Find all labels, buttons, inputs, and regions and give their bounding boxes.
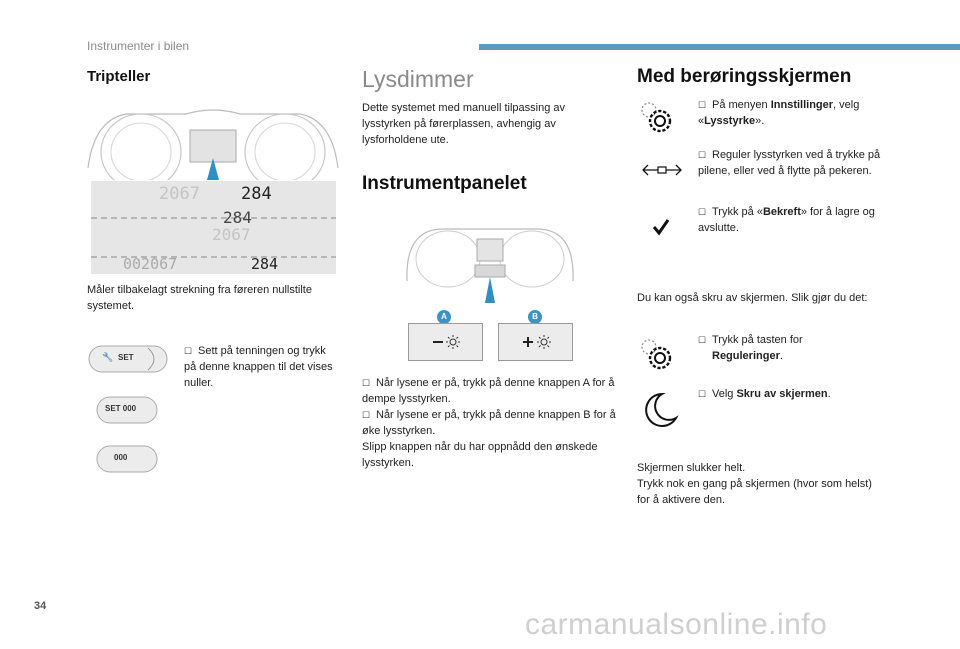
step-text: På menyen (712, 99, 771, 111)
set-label: SET (118, 353, 134, 362)
step-turn-off-screen: ☐ Velg Skru av skjermen. (698, 386, 888, 402)
odo-total-reset: 002067 (123, 255, 178, 273)
dim-down-button[interactable] (408, 323, 483, 361)
pointer-arrow (207, 158, 219, 180)
checkmark-icon (651, 217, 671, 237)
step-confirm: ☐ Trykk på «Bekreft» for å lagre og avslu… (698, 204, 888, 236)
dimmer-instruction-b: ☐Når lysene er på, trykk på denne knappe… (362, 407, 618, 439)
checkbox-bullet-icon: ☐ (362, 410, 371, 420)
header-accent-bar (479, 44, 960, 50)
step-text: , velg « (698, 99, 860, 127)
menu-name: Innstillinger (770, 99, 834, 111)
tripteller-heading: Tripteller (87, 68, 151, 85)
instruction-text: Når lysene er på, trykk på denne knappen… (362, 409, 616, 437)
lysdimmer-heading: Lysdimmer (362, 66, 474, 92)
turn-off-label: Skru av skjermen (736, 388, 828, 400)
set-000-label: SET 000 (105, 404, 137, 413)
checkbox-bullet-icon: ☐ (698, 207, 707, 217)
section-header: Instrumenter i bilen (87, 39, 190, 53)
step-text: Trykk på tasten for (712, 334, 803, 346)
wrench-icon: 🔧 (102, 352, 114, 362)
000-button-illustration: 000 (96, 445, 158, 473)
instrumentpanelet-heading: Instrumentpanelet (362, 173, 527, 194)
instruction-text: Sett på tenningen og trykk på denne knap… (184, 345, 333, 389)
odo-trip-reset: 284 (251, 255, 279, 273)
confirm-label: Bekreft (762, 206, 801, 218)
watermark: carmanualsonline.info (525, 608, 828, 641)
dimmer-instruction-a: ☐Når lysene er på, trykk på denne knappe… (362, 375, 618, 407)
minus-brightness-icon (433, 335, 460, 349)
step-text: Velg (712, 388, 737, 400)
step-text: Reguler lysstyrken ved å trykke på pilen… (698, 149, 881, 177)
checkbox-bullet-icon: ☐ (698, 335, 707, 345)
tripteller-instruction: ☐Sett på tenningen og trykk på denne kna… (184, 343, 339, 391)
step-menu-settings: ☐ På menyen Innstillinger, velg «Lysstyrk… (698, 97, 888, 129)
checkbox-bullet-icon: ☐ (698, 100, 707, 110)
also-turn-off-text: Du kan også skru av skjermen. Slik gjør … (637, 292, 868, 304)
000-label: 000 (114, 453, 128, 462)
plus-brightness-icon (523, 335, 551, 349)
slider-arrows-icon (640, 162, 684, 178)
step-text: ». (755, 115, 765, 127)
dimmer-outro: Slipp knappen når du har oppnådd den øns… (362, 441, 598, 469)
divider (91, 206, 336, 219)
settings-gear-icon (640, 338, 676, 374)
checkbox-bullet-icon: ☐ (698, 389, 707, 399)
odometer-display: 2067 284 284 2067 002067 284 (91, 181, 336, 274)
tripteller-description: Måler tilbakelagt strekning fra føreren … (87, 284, 312, 312)
checkbox-bullet-icon: ☐ (184, 346, 193, 356)
submenu-name: Lysstyrke (704, 115, 756, 127)
odo-total-rolling: 2067 (212, 225, 251, 244)
screen-off-note: Skjermen slukker helt. (637, 462, 746, 474)
settings-key-label: Reguleringer (712, 350, 780, 362)
set-000-button-illustration: SET 000 (96, 396, 158, 424)
odo-total-faded: 2067 (159, 184, 200, 204)
marker-a: A (437, 310, 451, 324)
screen-wake-note: Trykk nok en gang på skjermen (hvor som … (637, 478, 872, 506)
divider (91, 245, 336, 258)
lysdimmer-intro: Dette systemet med manuell tilpassing av… (362, 102, 565, 146)
step-text: » for å lagre og avslutte. (698, 206, 875, 234)
instruction-text: Når lysene er på, trykk på denne knappen… (362, 377, 615, 405)
settings-gear-icon (640, 101, 676, 137)
odo-trip-rolling: 284 (223, 208, 252, 227)
step-text: Trykk på « (712, 206, 763, 218)
cluster-illustration (86, 100, 340, 191)
step-text: . (827, 388, 831, 400)
moon-icon (640, 390, 680, 430)
touchscreen-heading: Med berøringsskjermen (637, 66, 852, 87)
odo-trip: 284 (241, 184, 272, 204)
marker-b: B (528, 310, 542, 324)
page-number: 34 (34, 600, 47, 612)
step-text: . (779, 350, 783, 362)
checkbox-bullet-icon: ☐ (698, 150, 707, 160)
dim-up-button[interactable] (498, 323, 573, 361)
step-adjust-brightness: ☐Reguler lysstyrken ved å trykke på pile… (698, 147, 888, 179)
checkbox-bullet-icon: ☐ (362, 378, 371, 388)
dashboard-illustration (403, 221, 577, 303)
set-button-illustration: 🔧 SET (88, 345, 168, 373)
pointer-arrow (485, 277, 495, 303)
